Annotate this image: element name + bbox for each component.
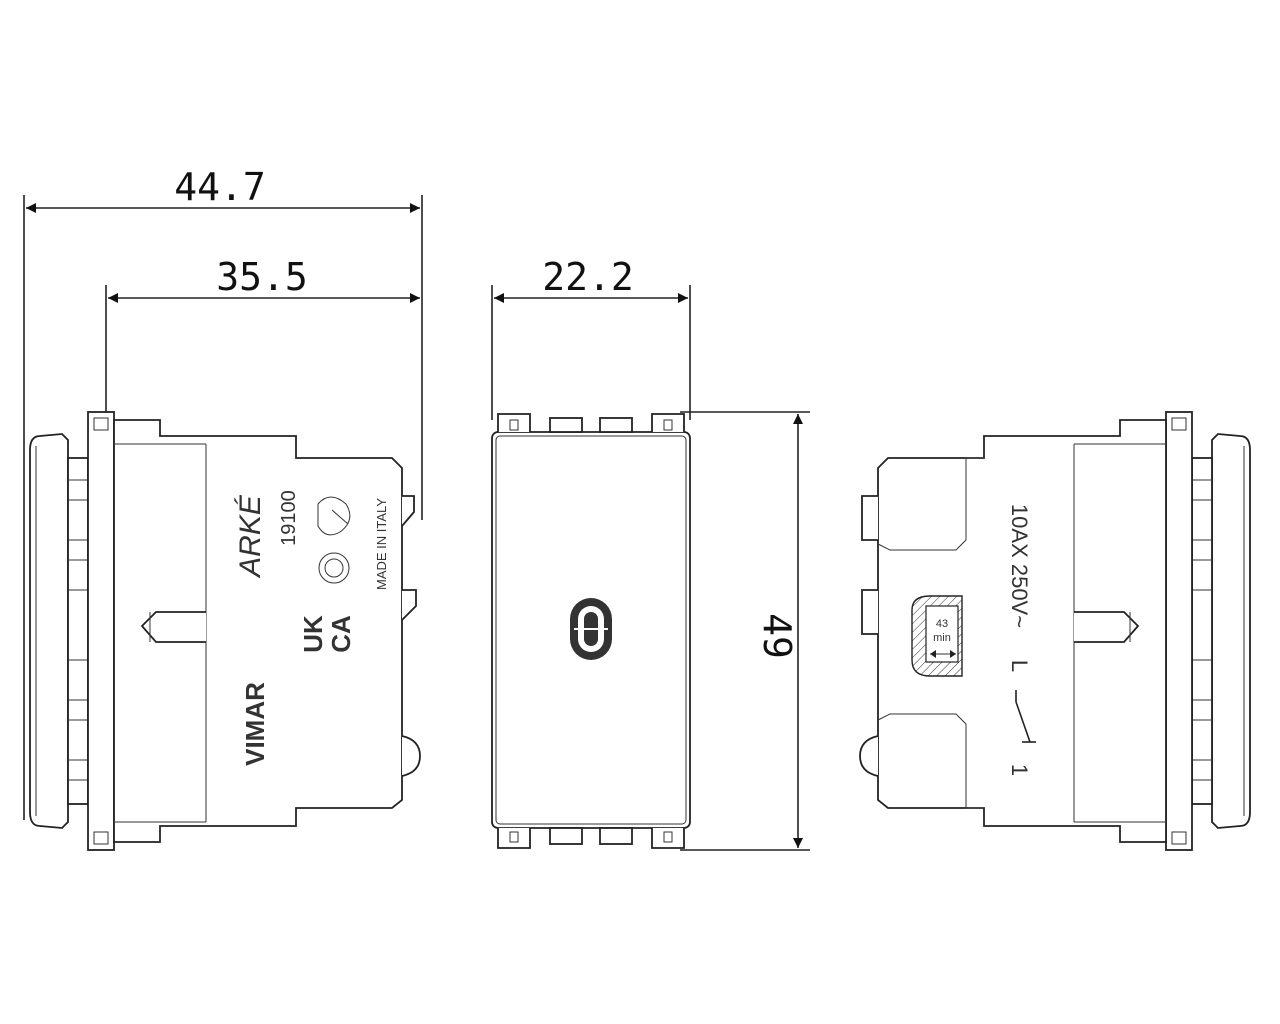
certification-mark-icon (317, 496, 351, 584)
front-view (491, 413, 691, 849)
dimension-height: 49 (680, 411, 810, 851)
product-code-label: 19100 (278, 490, 300, 546)
terminal-1-label: 1 (1007, 764, 1032, 776)
terminal-l-label: L (1007, 660, 1032, 672)
side-view: ARKÉ 19100 MADE IN ITALY UK CA VIMAR (29, 411, 421, 851)
origin-label: MADE IN ITALY (374, 498, 389, 590)
series-label: ARKÉ (234, 494, 267, 579)
dimension-overall-depth: 44.7 (23, 165, 423, 820)
dim-label-height: 49 (755, 613, 799, 659)
dimension-width: 22.2 (491, 255, 691, 420)
brand-label: VIMAR (240, 682, 270, 766)
rating-label: 10AX 250V~ (1007, 504, 1032, 628)
indicator-window-icon (570, 598, 612, 660)
cert-uk-label: UK (298, 615, 328, 653)
frame-ribs (68, 479, 88, 781)
dim-label-body-depth: 35.5 (216, 255, 308, 299)
dimension-body-depth: 35.5 (105, 255, 420, 420)
switch-symbol-icon (1015, 690, 1036, 743)
cert-ca-label: CA (326, 615, 356, 653)
strip-unit-label: min (933, 632, 951, 644)
dim-label-width: 22.2 (542, 255, 634, 299)
strip-length-label: 43 (936, 618, 948, 630)
rear-frame-ribs (1192, 479, 1212, 781)
dim-label-overall-depth: 44.7 (174, 165, 266, 209)
strip-gauge-icon (911, 595, 963, 677)
rear-side-view: 43 min 10AX 250V~ L 1 (859, 411, 1251, 851)
